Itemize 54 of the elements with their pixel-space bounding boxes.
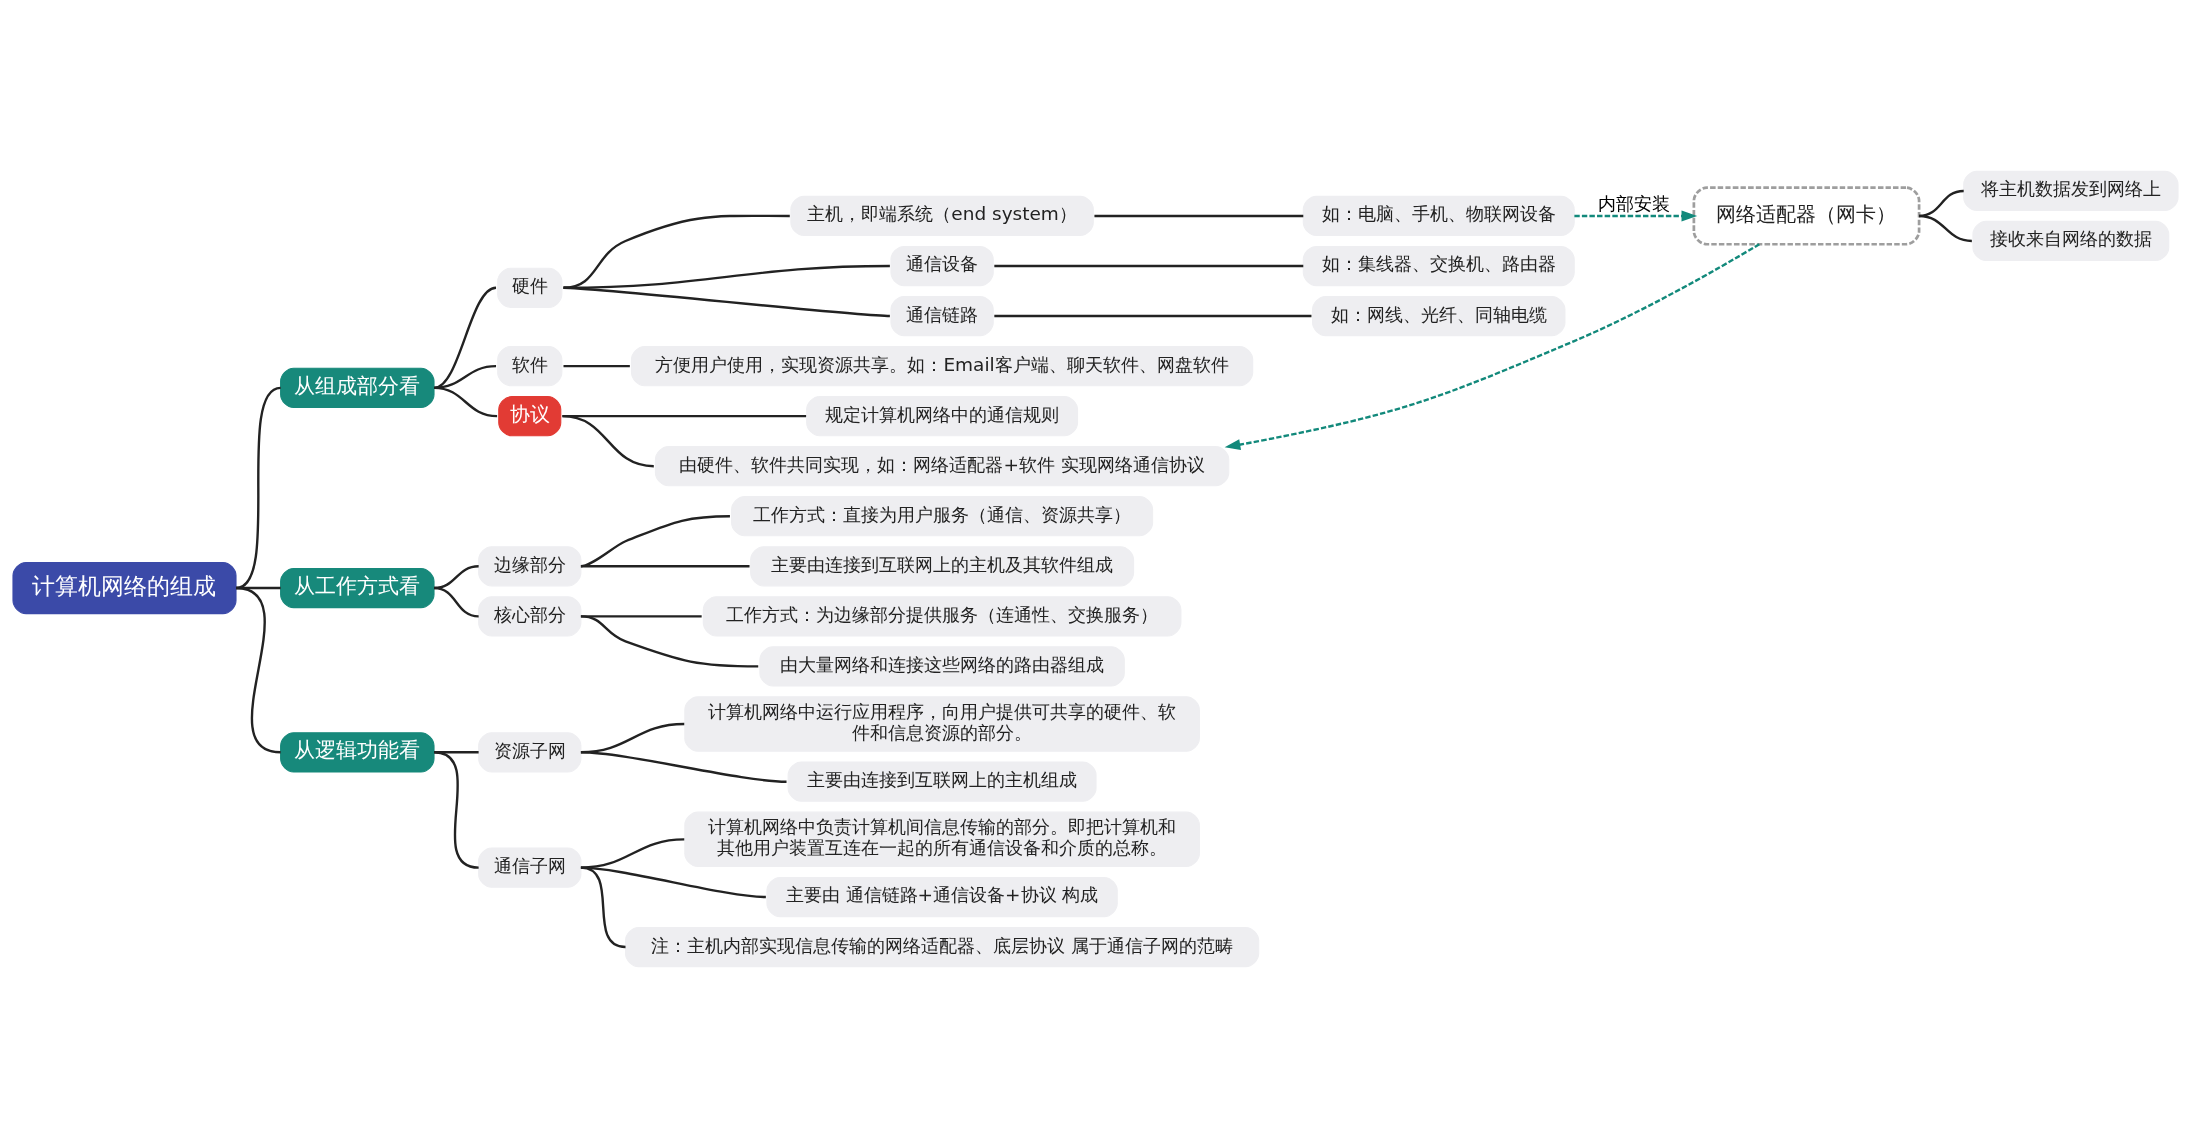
node-box: 由大量网络和连接这些网络的路由器组成 (759, 646, 1125, 687)
node-box: 工作方式：为边缘部分提供服务（连通性、交换服务） (702, 596, 1182, 637)
node-box: 主要由 通信链路+通信设备+协议 构成 (766, 876, 1118, 918)
connector (433, 386, 498, 418)
connector (580, 565, 750, 568)
node-box: 从逻辑功能看 (280, 732, 435, 773)
connector (235, 386, 282, 590)
node-box: 计算机网络中负责计算机间信息传输的部分。即把计算机和其他用户装置互连在一起的所有通信设备和介质的总称。 (684, 811, 1200, 868)
arrow (1574, 210, 1698, 222)
node-box: 如：集线器、交换机、路由器 (1302, 245, 1575, 287)
node-box: 通信设备 (890, 245, 994, 287)
connector (563, 286, 890, 318)
node-box: 从组成部分看 (280, 367, 435, 408)
node-box: 由硬件、软件共同实现，如：网络适配器+软件 实现网络通信协议 (654, 446, 1230, 487)
node-box: 将主机数据发到网络上 (1963, 170, 2179, 212)
connector (994, 314, 1312, 318)
node-box: 注：主机内部实现信息传输的网络适配器、底层协议 属于通信子网的范畴 (624, 926, 1260, 968)
node-box: 通信链路 (890, 295, 994, 337)
node-box: 计算机网络的组成 (12, 561, 237, 615)
node-box: 如：网线、光纤、同轴电缆 (1312, 295, 1566, 337)
edge-label: 内部安装 (1598, 193, 1671, 215)
connector (563, 364, 630, 368)
node-box: 工作方式：直接为用户服务（通信、资源共享） (731, 496, 1154, 537)
connector (580, 838, 685, 869)
connector (433, 286, 497, 389)
connector (235, 586, 281, 754)
node-box: 边缘部分 (478, 546, 582, 587)
node-box: 核心部分 (478, 596, 582, 637)
node-box: 网络适配器（网卡） (1692, 186, 1921, 246)
node-box: 主要由连接到互联网上的主机及其软件组成 (750, 546, 1135, 587)
connector (580, 866, 766, 899)
node-box: 主要由连接到互联网上的主机组成 (787, 761, 1097, 802)
connector (433, 751, 479, 869)
node-box: 协议 (498, 396, 562, 437)
node-box: 从工作方式看 (280, 567, 435, 609)
connector (580, 751, 787, 783)
connector (994, 264, 1304, 268)
node-box: 规定计算机网络中的通信规则 (806, 396, 1079, 437)
connector (580, 615, 759, 668)
node-box: 计算机网络中运行应用程序，向用户提供可共享的硬件、软件和信息资源的部分。 (684, 696, 1200, 752)
node-box: 接收来自网络的数据 (1972, 220, 2170, 262)
connector (433, 586, 479, 618)
node-box: 资源子网 (478, 732, 582, 773)
connector (1094, 214, 1304, 218)
node-box: 软件 (497, 345, 563, 387)
node-box: 如：电脑、手机、物联网设备 (1302, 195, 1575, 237)
connector (1919, 214, 1972, 243)
node-box: 方便用户使用，实现资源共享。如：Email客户端、聊天软件、网盘软件 (630, 345, 1254, 387)
node-box: 硬件 (497, 267, 563, 308)
connector (562, 414, 654, 468)
connector (580, 866, 626, 949)
connector (563, 214, 790, 289)
node-box: 主机，即端系统（end system） (790, 195, 1094, 237)
node-box: 通信子网 (478, 847, 582, 888)
